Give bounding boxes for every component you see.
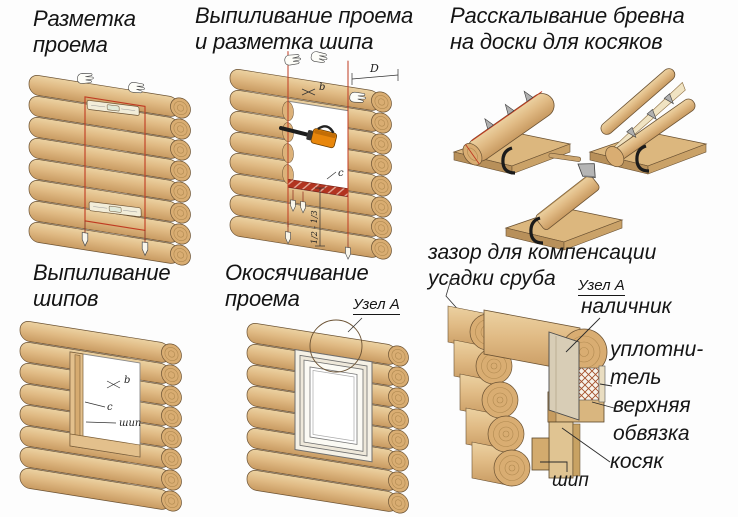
top-frame-label-line2: обвязка [613, 422, 690, 445]
jamb-board [548, 421, 581, 479]
panel5-title-line2: проема [225, 286, 300, 311]
node-a-label: Узел А [353, 296, 400, 315]
hand-icon [76, 72, 95, 85]
tenon-block [531, 437, 550, 471]
dim-c-label: c [338, 168, 344, 179]
seal-leader [599, 383, 613, 387]
dim-vertical-label: 1/2 - 1/3 [310, 210, 319, 244]
jamb-leader [561, 427, 611, 463]
panel2-illustration: D b c 1/2 - 1/3 [229, 50, 399, 261]
callout-leaders [540, 317, 615, 472]
panel2-title-line1: Выпиливание проема [195, 3, 414, 28]
panel3-illustration [452, 68, 708, 251]
dimension-vertical: 1/2 - 1/3 [310, 187, 325, 247]
splitting-step3 [504, 152, 624, 251]
dimension-b: b [301, 82, 325, 96]
clamp-icon [529, 216, 544, 245]
log-with-wedges [462, 88, 555, 166]
panel6-caption: зазор для компенсации усадки сруба [428, 240, 656, 292]
dimension-c: c [84, 401, 113, 413]
hand-icon [310, 50, 329, 64]
axe-icon [548, 152, 596, 179]
clamp-icon [501, 146, 516, 175]
dimension-D: D [351, 62, 399, 85]
dim-b-label: b [319, 82, 325, 93]
panel5-illustration [246, 317, 409, 515]
hewn-board [535, 175, 600, 230]
panel2-title-line2: и разметка шипа [195, 29, 374, 54]
hand-icon [283, 52, 302, 67]
panel4-title-line2: шипов [33, 286, 99, 311]
panel4-illustration: b c шип [19, 319, 182, 513]
tenon-label: шип [552, 470, 589, 491]
panel3-title: Расскалывание бревна на доски для косяко… [450, 3, 685, 55]
panel3-title-line1: Расскалывание бревна [450, 3, 685, 28]
hand-icon [349, 91, 367, 103]
panel1-title-line2: проема [33, 32, 108, 57]
sill-board [69, 433, 141, 458]
log-section-column [447, 305, 531, 487]
window-frame [294, 349, 373, 463]
panel1-title-line1: Разметка [33, 6, 136, 31]
dim-c-label: c [107, 402, 113, 413]
chainsaw-icon [279, 125, 338, 149]
log-wall [246, 321, 409, 515]
panel3-title-line2: на доски для косяков [450, 29, 663, 54]
seal-hatch [577, 367, 600, 401]
casing-label: наличник [581, 295, 672, 318]
dim-D-label: D [369, 62, 379, 75]
node-a-leader [347, 317, 363, 333]
panel4-title: Выпиливание шипов [33, 260, 171, 312]
split-log [600, 68, 696, 168]
tenon-callout: шип [85, 418, 141, 429]
splitting-step1 [452, 88, 572, 175]
splitting-step2 [588, 68, 708, 175]
log-wall [28, 73, 191, 267]
panel5-title: Окосячивание проема [225, 260, 369, 312]
seal-label-line2: тель [610, 366, 662, 389]
jamb-label: косяк [610, 450, 664, 473]
panel1-illustration [28, 72, 191, 267]
seal-label-line1: уплотни- [610, 338, 704, 361]
panel4-title-line1: Выпиливание [33, 260, 171, 285]
panel6-caption-line2: усадки сруба [428, 267, 556, 290]
tenon-label: шип [119, 418, 141, 429]
tenon-ridge [74, 354, 81, 446]
panel2-title: Выпиливание проема и разметка шипа [195, 3, 413, 55]
log-wall [19, 319, 182, 513]
dimension-b: b [106, 375, 130, 389]
marked-opening-outline [84, 96, 146, 232]
tenon-leader [540, 461, 568, 472]
top-frame-label-line1: верхняя [613, 394, 691, 417]
clamp-icon [635, 144, 650, 173]
panel5-title-line1: Окосячивание [225, 260, 369, 285]
panel1-title: Разметка проема [33, 6, 136, 58]
node-a-label: Узел А [578, 277, 625, 296]
node-a-circle [309, 319, 363, 373]
panel6-caption-line1: зазор для компенсации [428, 241, 657, 264]
casing-leader [565, 317, 601, 353]
casing-board [548, 331, 580, 421]
dimension-c: c [326, 168, 344, 180]
panel6-illustration [445, 275, 615, 487]
dim-b-label: b [124, 375, 130, 386]
top-frame-leader [591, 401, 615, 409]
hand-icon [128, 81, 146, 94]
